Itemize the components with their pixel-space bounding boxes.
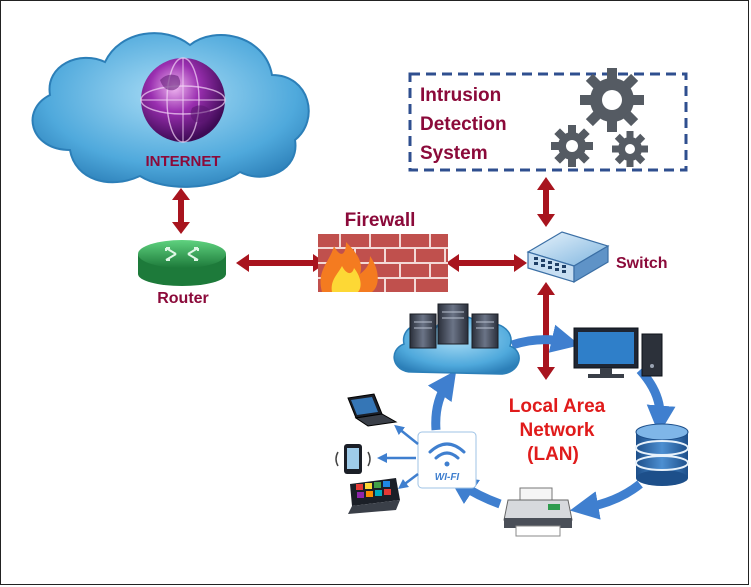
switch-label: Switch bbox=[616, 255, 668, 272]
link-firewall-switch bbox=[446, 254, 527, 272]
router: Router bbox=[138, 240, 226, 307]
firewall-label: Firewall bbox=[345, 210, 416, 231]
tablet-icon bbox=[348, 478, 400, 514]
router-icon bbox=[138, 240, 226, 286]
printer-icon bbox=[503, 487, 573, 537]
internet-cloud: INTERNET bbox=[31, 32, 310, 188]
lan-label-line3: (LAN) bbox=[527, 444, 579, 465]
firewall: Firewall bbox=[318, 210, 448, 292]
link-switch-ids bbox=[537, 177, 555, 227]
ids-box: Intrusion Detection System bbox=[408, 68, 688, 172]
ids-label-line2: Detection bbox=[420, 114, 507, 135]
link-router-firewall bbox=[236, 254, 326, 272]
server-cloud bbox=[393, 303, 520, 375]
internet-label: INTERNET bbox=[146, 153, 221, 170]
switch-icon bbox=[526, 231, 610, 284]
ids-label-line3: System bbox=[420, 143, 488, 164]
globe-icon bbox=[140, 57, 226, 143]
lan-label-line2: Network bbox=[520, 420, 595, 441]
wifi-label: WI-FI bbox=[435, 472, 460, 483]
link-internet-router bbox=[172, 188, 190, 234]
switch: Switch bbox=[526, 231, 668, 284]
database-icon bbox=[635, 423, 689, 486]
firewall-icon bbox=[318, 234, 448, 292]
ids-label-line1: Intrusion bbox=[420, 85, 501, 106]
server-icon bbox=[409, 303, 499, 349]
computer-icon bbox=[573, 327, 663, 378]
link-switch-lan bbox=[537, 282, 555, 380]
phone-icon bbox=[335, 444, 371, 474]
wifi-spokes bbox=[377, 424, 419, 489]
wifi-icon bbox=[428, 442, 466, 467]
wifi-hub: WI-FI bbox=[417, 431, 477, 489]
laptop-icon bbox=[347, 393, 398, 427]
lan-label-line1: Local Area bbox=[509, 396, 606, 417]
router-label: Router bbox=[157, 290, 209, 307]
gears-icon bbox=[551, 68, 648, 167]
